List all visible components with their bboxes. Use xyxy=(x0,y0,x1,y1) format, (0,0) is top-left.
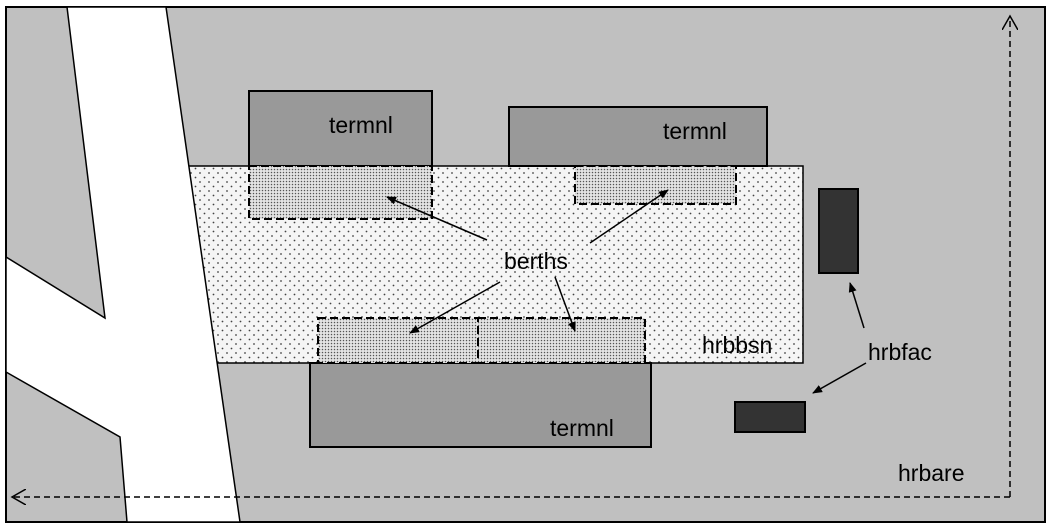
terminal-bottom xyxy=(309,362,652,448)
terminal-label-top-right: termnl xyxy=(663,118,727,144)
terminal-label-top-left: termnl xyxy=(329,112,393,138)
berth-arrow-top-right xyxy=(589,189,669,244)
area-label: hrbare xyxy=(898,460,964,486)
terminal-top-left xyxy=(248,90,433,167)
berth-arrow-top-left xyxy=(386,196,488,241)
terminal-top-right xyxy=(508,106,768,167)
facility-horizontal xyxy=(734,401,806,433)
terminal-label-bottom: termnl xyxy=(550,415,614,441)
facility-arrow-up xyxy=(848,282,865,329)
facility-label: hrbfac xyxy=(868,339,932,365)
berth-bottom-left xyxy=(317,317,479,364)
basin-label: hrbbsn xyxy=(702,332,772,358)
berth-bottom-right xyxy=(477,317,646,364)
berth-top-left xyxy=(248,165,433,220)
road xyxy=(5,6,241,523)
berths-label: berths xyxy=(504,248,568,274)
facility-arrow-left xyxy=(812,362,867,394)
facility-vertical xyxy=(818,188,859,274)
berth-arrow-bottom-right xyxy=(554,276,576,332)
berth-arrow-bottom-left xyxy=(409,281,501,334)
